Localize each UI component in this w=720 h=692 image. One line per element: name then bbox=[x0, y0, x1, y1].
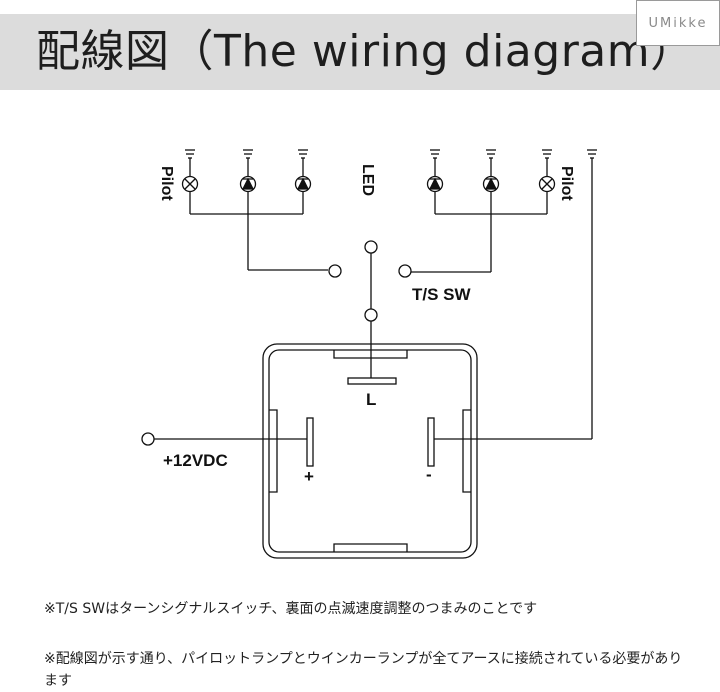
label-pilot-left: Pilot bbox=[158, 166, 175, 201]
terminal-power bbox=[141, 432, 155, 446]
label-l-terminal: L bbox=[366, 390, 376, 409]
label-ts-sw: T/S SW bbox=[412, 285, 472, 304]
ground-icon bbox=[430, 149, 440, 176]
lamp-x-icon bbox=[181, 175, 199, 193]
label-pilot-right: Pilot bbox=[558, 166, 575, 201]
brand-logo: UMikke bbox=[636, 0, 720, 46]
note-ts-sw: ※T/S SWはターンシグナルスイッチ、裏面の点滅速度調整のつまみのことです bbox=[44, 601, 538, 617]
label-power: +12VDC bbox=[163, 451, 228, 470]
label-led: LED bbox=[359, 164, 376, 196]
ground-icon bbox=[243, 149, 253, 176]
led-diode-icon bbox=[239, 175, 257, 193]
note-grounding: ※配線図が示す通り、パイロットランプとウインカーランプが全てアースに接続されてい… bbox=[44, 651, 683, 689]
ground-icon bbox=[542, 149, 552, 176]
ground-icon bbox=[587, 149, 597, 159]
terminal-switch-bottom bbox=[364, 308, 378, 322]
ground-icon bbox=[185, 149, 195, 176]
label-minus: - bbox=[426, 465, 432, 484]
led-diode-icon bbox=[294, 175, 312, 193]
relay-body bbox=[262, 343, 478, 559]
lamp-x-icon bbox=[538, 175, 556, 193]
page-title: 配線図（The wiring diagram） bbox=[36, 26, 695, 77]
led-diode-icon bbox=[482, 175, 500, 193]
terminal-led bbox=[328, 264, 342, 278]
label-plus: + bbox=[304, 467, 314, 486]
ground-icon bbox=[486, 149, 496, 176]
ground-icon bbox=[298, 149, 308, 176]
terminal-ts-sw bbox=[398, 264, 412, 278]
terminal-switch-top bbox=[364, 240, 378, 254]
title-banner bbox=[0, 14, 720, 90]
led-diode-icon bbox=[426, 175, 444, 193]
